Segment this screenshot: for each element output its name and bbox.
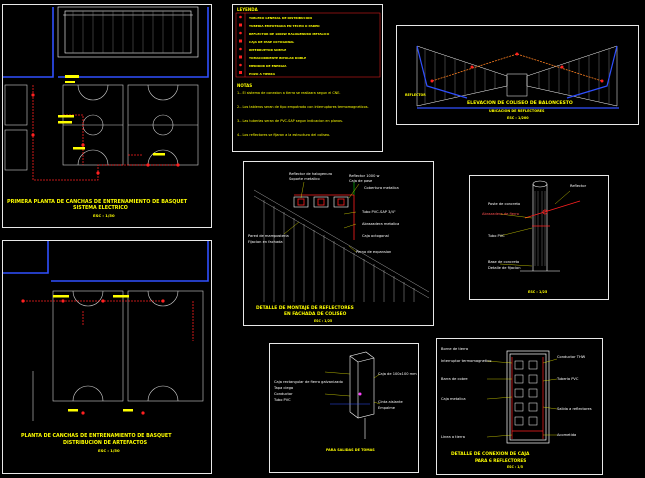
pole-label-2: Reflector xyxy=(570,184,587,188)
mount-subtitle: EN FACHADA DE COLISEO xyxy=(284,312,347,317)
box-label-5: Caja de 100x100 mm xyxy=(378,372,417,376)
note-1: 1.- El sistema de conexion a tierra se r… xyxy=(237,91,341,95)
pole-label-1: Poste de concreto xyxy=(488,202,521,206)
legend-row-5: INTERRUPTOR SIMPLE xyxy=(249,48,287,52)
legend-row-6: TOMACORRIENTE BIPOLAR DOBLE xyxy=(249,56,307,60)
box-detail-drawing xyxy=(324,351,381,439)
mount-label-11: Perno de expansion xyxy=(356,250,392,254)
plan-electric-scale: ESC : 1/50 xyxy=(93,213,115,218)
plan-artifacts-drawing xyxy=(3,241,209,421)
panel-title: DETALLE DE CONEXION DE CAJA xyxy=(451,452,530,457)
elevation-scale: ESC : 1/200 xyxy=(507,116,529,120)
mount-label-5: Cobertura metalica xyxy=(364,186,399,190)
panel-label-3: Barra de cobre xyxy=(441,377,468,381)
mount-scale: ESC : 1/25 xyxy=(314,319,333,323)
circuit-devices xyxy=(31,93,180,175)
panel-label-7: Salida a reflectores xyxy=(557,407,592,411)
mount-label-7: Abrazadera metalica xyxy=(362,222,400,226)
note-4: 4.- Los reflectores se fijaran a la estr… xyxy=(237,133,331,137)
panel-label-4: Caja metalica xyxy=(441,397,466,401)
plan-artifacts-title: PLANTA DE CANCHAS DE ENTRENAMIENTO DE BA… xyxy=(21,434,172,439)
pole-detail-panel: Poste de concreto Reflector Abrazadera d… xyxy=(469,175,609,300)
mount-label-10: Fijacion en fachada xyxy=(248,240,283,244)
mount-label-1: Reflector de halogenuro xyxy=(289,172,333,176)
mount-label-3: Reflector 1000 w xyxy=(349,174,380,178)
panel-label-9: Acometida xyxy=(557,433,577,437)
plan-artifacts-scale: ESC : 1/50 xyxy=(98,448,120,453)
panel-detail-drawing xyxy=(486,350,558,444)
box-title: PARA SALIDAS DE TOMAS xyxy=(326,448,375,452)
panel-label-1: Borne de tierra xyxy=(441,347,469,351)
plan-electric-title: PRIMERA PLANTA DE CANCHAS DE ENTRENAMIEN… xyxy=(7,199,188,205)
note-3: 3.- Las tuberias seran de PVC-SAP segun … xyxy=(237,119,343,123)
mount-label-4: Caja de pase xyxy=(349,179,373,183)
elevation-panel: REFLECTOR ELEVACION DE COLISEO DE BALONC… xyxy=(396,25,639,125)
panel-scale: ESC : 1/5 xyxy=(507,465,523,469)
pole-label-5: Base de concreto xyxy=(488,260,520,264)
legend-grid xyxy=(235,12,381,78)
blue-walls-2 xyxy=(3,241,209,282)
panel-label-8: Linea a tierra xyxy=(441,435,465,439)
panel-label-6: Tuberia PVC xyxy=(557,377,579,381)
roof-outline xyxy=(57,6,199,58)
mount-label-2: Soporte metalico xyxy=(289,177,320,181)
courts xyxy=(62,84,199,166)
left-rooms xyxy=(4,84,28,171)
box-detail-panel: Caja rectangular de fierro galvanizado T… xyxy=(269,343,419,473)
pole-label-6: Detalle de fijacion xyxy=(488,266,521,270)
mount-label-9: Pared de mamposteria xyxy=(248,234,289,238)
artifact-devices xyxy=(21,299,165,415)
plan-artifacts-subtitle: DISTRIBUCION DE ARTEFACTOS xyxy=(63,441,148,446)
notes-header: NOTAS xyxy=(237,83,253,88)
note-2: 2.- Los tableros seran de tipo empotrado… xyxy=(237,105,369,109)
legend-row-7: MEDIDOR DE ENERGIA xyxy=(249,64,287,68)
artifact-lines xyxy=(23,300,194,341)
device-tags xyxy=(58,75,165,156)
legend-row-2: TUBERIA EMPOTRADA EN TECHO O PARED xyxy=(249,24,320,28)
panel-label-2: Interruptor termomagnetico xyxy=(441,359,492,363)
box-label-7: Empalme xyxy=(378,406,395,410)
plan-electric-drawing xyxy=(3,6,209,181)
panel-subtitle: PARA 6 REFLECTORES xyxy=(475,458,527,463)
plan-artifacts-panel: PLANTA DE CANCHAS DE ENTRENAMIENTO DE BA… xyxy=(2,240,212,474)
mount-label-8: Caja octogonal xyxy=(362,234,389,238)
legend-row-8: POZO A TIERRA xyxy=(249,72,276,76)
box-label-2: Tapa ciega xyxy=(274,386,294,390)
plan-electric-subtitle: SISTEMA ELECTRICO xyxy=(73,206,128,211)
plan-electric-panel: PRIMERA PLANTA DE CANCHAS DE ENTRENAMIEN… xyxy=(2,4,212,228)
artifact-tags xyxy=(53,295,133,412)
elevation-left-label: REFLECTOR xyxy=(405,93,426,97)
legend-row-1: TABLERO GENERAL DE DISTRIBUCION xyxy=(249,16,312,20)
panel-detail-panel: Borne de tierra Interruptor termomagneti… xyxy=(436,338,603,475)
legend-header: LEYENDA xyxy=(237,7,258,12)
mount-detail-panel: Reflector de halogenuro Soporte metalico… xyxy=(243,161,434,326)
box-label-6: Cinta aislante xyxy=(378,400,403,404)
pole-detail-drawing xyxy=(499,180,581,272)
mount-label-6: Tubo PVC-SAP 3/4" xyxy=(362,210,396,214)
legend-row-3: REFLECTOR DE 1000W HALOGENURO METALICO xyxy=(249,32,330,36)
legend-row-4: CAJA DE PASE OCTOGONAL xyxy=(249,40,295,44)
pole-label-4: Tubo PVC xyxy=(488,234,505,238)
elevation-drawing xyxy=(416,45,619,109)
pole-label-3: Abrazadera de fierro xyxy=(482,212,519,216)
elevation-subtitle: UBICACION DE REFLECTORES xyxy=(489,109,545,113)
roof-hatch xyxy=(72,11,184,53)
legend-panel: LEYENDA TABLERO GENERAL DE DISTRIBUCION … xyxy=(232,4,383,152)
mount-detail-drawing xyxy=(253,181,430,302)
blue-walls xyxy=(3,7,209,78)
box-label-1: Caja rectangular de fierro galvanizado xyxy=(274,380,343,384)
box-label-4: Tubo PVC xyxy=(274,398,291,402)
pole-scale: ESC : 1/25 xyxy=(528,290,548,294)
panel-label-5: Conductor THW xyxy=(557,355,586,359)
box-label-3: Conductor xyxy=(274,392,293,396)
elevation-title: ELEVACION DE COLISEO DE BALONCESTO xyxy=(467,101,573,106)
mount-title: DETALLE DE MONTAJE DE REFLECTORES xyxy=(256,306,354,311)
courts-2 xyxy=(32,290,204,421)
